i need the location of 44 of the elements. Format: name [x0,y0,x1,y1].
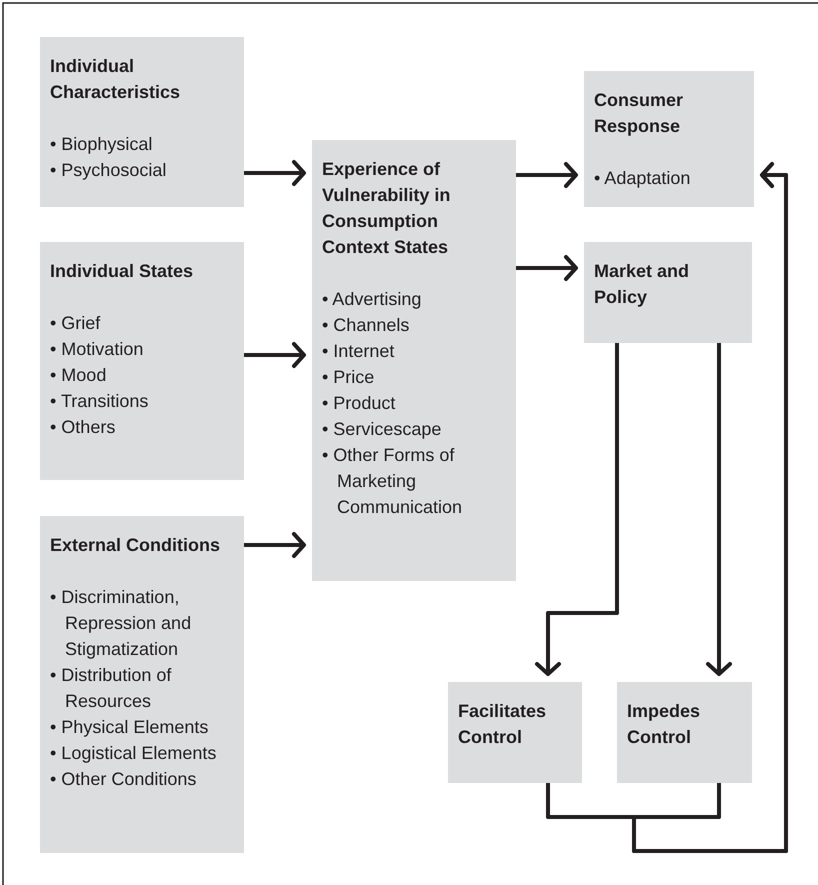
bullet-item: • Price [322,366,376,389]
arrow [244,342,306,368]
process-box [40,37,244,207]
bullet-item: • Other Conditions [50,768,198,791]
bullet-item: • Logistical Elements [50,742,218,765]
bullet-item: • Transitions [50,390,150,413]
process-box [40,242,244,480]
bullet-item: • Motivation [50,338,144,361]
box-heading: Facilitates Control [458,700,548,749]
bullet-item: • Internet [322,340,396,363]
bullet-item: • Physical Elements [50,716,210,739]
box-heading: Market and Policy [594,260,690,309]
arrow [244,160,306,186]
bullet-item: • Advertising [322,288,422,311]
box-heading: Impedes Control [627,700,702,749]
bullet-item: • Servicescape [322,418,442,441]
process-box [584,242,752,343]
process-box [40,516,244,853]
bullet-item: • Distribution of Resources [50,664,172,713]
bullet-item: • Product [322,392,396,415]
box-heading: Individual States [50,260,194,283]
box-heading: Consumer Response [594,89,684,138]
bullet-item: • Discrimination, Repression and Stigmatization [50,586,192,661]
bullet-item: • Other Forms of Marketing Communication [322,444,464,519]
arrow [516,162,578,188]
process-box [312,140,516,581]
arrow [706,343,732,676]
bullet-item: • Biophysical [50,133,154,156]
process-box [448,682,582,783]
bullet-item: • Others [50,416,116,439]
bullet-item: • Channels [322,314,410,337]
bullet-item: • Mood [50,364,108,387]
arrow [244,532,306,558]
bullet-item: • Grief [50,312,102,335]
process-box [584,71,754,207]
bullet-item: • Adaptation [594,167,692,190]
arrow [535,343,619,676]
box-heading: Individual Characteristics [50,55,182,104]
arrow [516,255,578,281]
box-heading: External Conditions [50,534,222,557]
process-box [617,682,752,783]
bullet-item: • Psychosocial [50,159,168,182]
box-heading: Experience of Vulnerability in Consumption Context States [322,158,452,259]
arrow [632,162,788,853]
